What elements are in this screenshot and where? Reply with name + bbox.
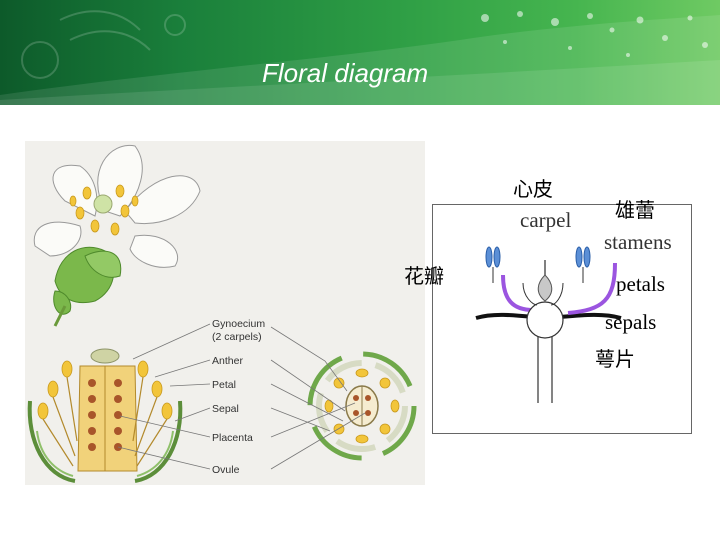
floral-schematic [475,246,622,403]
label-petal: Petal [212,379,236,391]
label-carpel-cn: 心皮 [513,177,553,201]
sepal-right [559,312,622,320]
label-stamens-cn: 雄蕾 [615,198,655,222]
page-title: Floral diagram [262,58,429,88]
label-petals: petals [616,272,665,296]
flower-cross-section [307,351,417,461]
receptacle [526,301,564,339]
stamen-filament-right [550,282,564,306]
flower-section [27,348,183,483]
banner-decoration [0,10,720,105]
label-sepals-cn: 萼片 [595,347,635,371]
label-gynoecium-note: (2 carpels) [212,331,262,343]
floral-schematic-box [432,204,692,434]
label-anther: Anther [212,355,243,367]
petal-right [567,262,617,315]
flower-illustration-svg: Gynoecium (2 carpels) Anther Petal Sepal… [27,144,417,483]
flower-3d [33,144,201,327]
flower-illustration: Gynoecium (2 carpels) Anther Petal Sepal… [25,141,425,485]
petal-left [501,274,534,312]
label-petals-cn: 花瓣 [404,264,444,288]
stalk [537,337,553,403]
label-gynoecium: Gynoecium [212,318,265,330]
label-stamens: stamens [604,230,672,254]
label-sepals: sepals [605,310,657,334]
label-sepal: Sepal [212,403,239,415]
stamen-anthers [485,246,591,268]
carpel-shape [537,274,553,302]
stamen-filament-left [522,282,538,306]
header-banner: Floral diagram [0,0,720,105]
sepal-left [475,312,534,320]
label-placenta: Placenta [212,432,253,444]
label-carpel: carpel [520,208,572,232]
label-ovule: Ovule [212,464,240,476]
